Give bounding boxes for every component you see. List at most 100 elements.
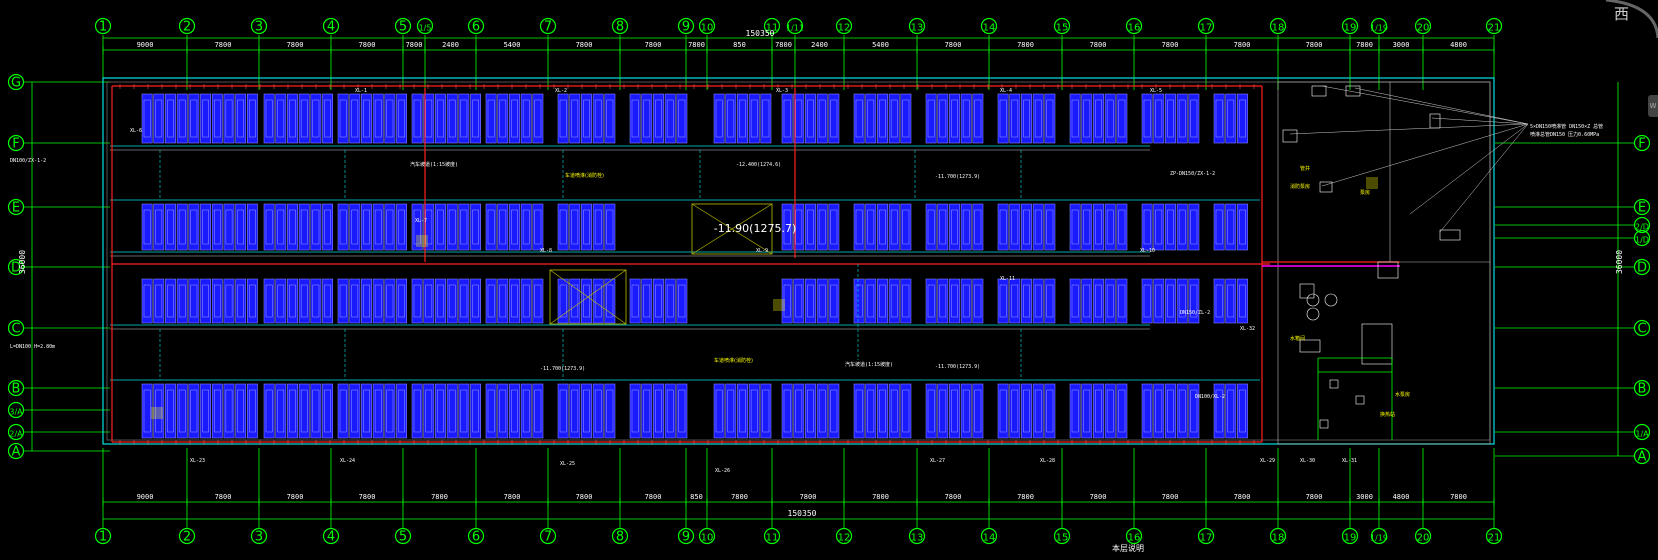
row0-bay7-car-1 — [727, 99, 735, 138]
row3-bay10-car-3 — [962, 389, 970, 433]
dim-bottom-label-4: 7800 — [431, 493, 448, 501]
row3-bay3-car-5 — [472, 389, 479, 433]
row1-bay2-car-0 — [339, 209, 347, 245]
row3-bay4-car-3 — [522, 389, 530, 433]
row0-bay0-stall-7 — [223, 93, 235, 144]
row3-bay1-stall-5 — [322, 383, 333, 439]
axis-bubble-left-6-label: 3/A — [9, 408, 23, 417]
row2-bay3-stall-2 — [435, 278, 446, 324]
row0-bay0-stall-5 — [200, 93, 211, 144]
axis-bubble-top-23-label: 21 — [1488, 23, 1501, 34]
row1-bay2-car-2 — [363, 209, 370, 245]
row0-bay10-car-1 — [939, 99, 947, 138]
axis-bubble-left-7-circle — [7, 423, 25, 441]
row1-bay3-car-4 — [460, 209, 468, 245]
axis-bubble-bottom-16-circle — [1197, 527, 1215, 545]
row1-bay12-car-1 — [1083, 209, 1091, 245]
main-elevation-label: -11.90(1275.7) — [714, 222, 797, 235]
hydrant-tag-bottom-3: XL-26 — [715, 468, 730, 474]
axis-bubble-bottom-17: 18 — [1269, 527, 1287, 545]
note-1: 车道喷淋(消防栓) — [714, 357, 753, 364]
axis-bubble-top-12-circle — [786, 17, 804, 35]
row3-bay13-car-4 — [1190, 389, 1198, 433]
hydrant-tag-top-5: XL-6 — [130, 128, 142, 134]
axis-bubble-right-5-label: C — [1637, 322, 1646, 337]
axis-bubble-bottom-13-circle — [980, 527, 998, 545]
row2-bay3-stall-4 — [458, 278, 470, 324]
row2-bay0-car-0 — [143, 284, 151, 318]
row3-bay6-stall-4 — [676, 383, 688, 439]
row3-bay4-stall-1 — [497, 383, 509, 439]
axis-bubble-bottom-15: 16 — [1125, 527, 1143, 545]
axis-bubble-bottom-8-circle — [677, 527, 695, 545]
row2-bay8-car-0 — [783, 284, 791, 318]
row2-bay4-stall-3 — [520, 278, 532, 324]
axis-bubble-bottom-19-label: 1/19 — [1370, 534, 1388, 543]
row0-bay4-car-3 — [522, 99, 530, 138]
row3-bay2-stall-2 — [361, 383, 372, 439]
row3-bay13-stall-3 — [1176, 383, 1188, 439]
axis-bubble-bottom-6: 7 — [539, 527, 557, 545]
axis-bubble-top-23-circle — [1485, 17, 1503, 35]
axis-bubble-top-17-circle — [1125, 17, 1143, 35]
hydrant-tag-bottom-2: XL-25 — [560, 461, 575, 467]
row3-bay0-car-2 — [167, 389, 174, 433]
row0-bay13-car-4 — [1190, 99, 1198, 138]
axis-bubble-top-21-label: 1/19 — [1370, 24, 1388, 33]
row0-bay8-stall-3 — [816, 93, 828, 144]
row3-bay4-stall-3 — [520, 383, 532, 439]
row3-bay5-stall-3 — [592, 383, 604, 439]
dim-bottom-label-2: 7800 — [287, 493, 304, 501]
row1-bay11-stall-3 — [1032, 203, 1044, 251]
callout-leader-4 — [1321, 123, 1529, 187]
row0-bay12-stall-2 — [1093, 93, 1104, 144]
row3-bay11-car-4 — [1046, 389, 1054, 433]
ramp-box-1 — [549, 269, 627, 325]
axis-bubble-top-17: 16 — [1125, 17, 1143, 35]
row3-bay3-stall-0 — [411, 383, 423, 439]
row0-bay5-stall-4 — [604, 93, 616, 144]
hydrant-tag-top-7: XL-8 — [540, 248, 552, 254]
dim-bottom-label-12: 7800 — [945, 493, 962, 501]
row3-bay1-stall-0 — [263, 383, 275, 439]
row0-bay14-stall-0 — [1213, 93, 1225, 144]
row3-bay7-car-4 — [762, 389, 770, 433]
row0-bay5-car-3 — [594, 99, 602, 138]
axis-bubble-bottom-15-circle — [1125, 527, 1143, 545]
row3-bay0-stall-7 — [223, 383, 235, 439]
viewcube-side-tab[interactable]: W — [1648, 95, 1658, 117]
row0-bay4-stall-0 — [485, 93, 497, 144]
row3-bay5-stall-1 — [569, 383, 581, 439]
row1-bay11-stall-0 — [997, 203, 1009, 251]
row0-bay1-car-1 — [277, 99, 285, 138]
axis-bubble-top-22-label: 20 — [1417, 23, 1430, 34]
row1-bay1-car-3 — [300, 209, 308, 245]
row2-bay1-stall-2 — [287, 278, 298, 324]
row1-bay0-car-5 — [202, 209, 209, 245]
row0-bay5-stall-0 — [557, 93, 569, 144]
row0-bay9-car-1 — [867, 99, 875, 138]
mech-equip-4 — [1319, 181, 1333, 193]
row0-bay5-stall-2 — [581, 93, 592, 144]
row0-bay5-car-2 — [583, 99, 590, 138]
row0-bay6-car-4 — [678, 99, 686, 138]
row3-bay2-car-2 — [363, 389, 370, 433]
row2-bay0-stall-9 — [247, 278, 258, 324]
row3-bay14-car-1 — [1227, 389, 1235, 433]
row0-bay4-car-1 — [499, 99, 507, 138]
row0-bay11-car-3 — [1034, 99, 1042, 138]
axis-bubble-bottom-1: 2 — [178, 527, 196, 545]
row3-bay7-car-3 — [750, 389, 758, 433]
row0-bay0-car-0 — [143, 99, 151, 138]
row1-bay3-stall-1 — [423, 203, 435, 251]
row3-bay6-car-4 — [678, 389, 686, 433]
viewcube[interactable]: 西 — [1596, 0, 1658, 40]
row2-bay6-stall-0 — [629, 278, 641, 324]
row2-bay6-car-1 — [643, 284, 651, 318]
row3-bay6-stall-0 — [629, 383, 641, 439]
row2-bay4-car-3 — [522, 284, 530, 318]
axis-bubble-right-6-circle — [1633, 379, 1651, 397]
dim-bottom-label-1: 7800 — [215, 493, 232, 501]
row0-bay8-stall-2 — [805, 93, 816, 144]
